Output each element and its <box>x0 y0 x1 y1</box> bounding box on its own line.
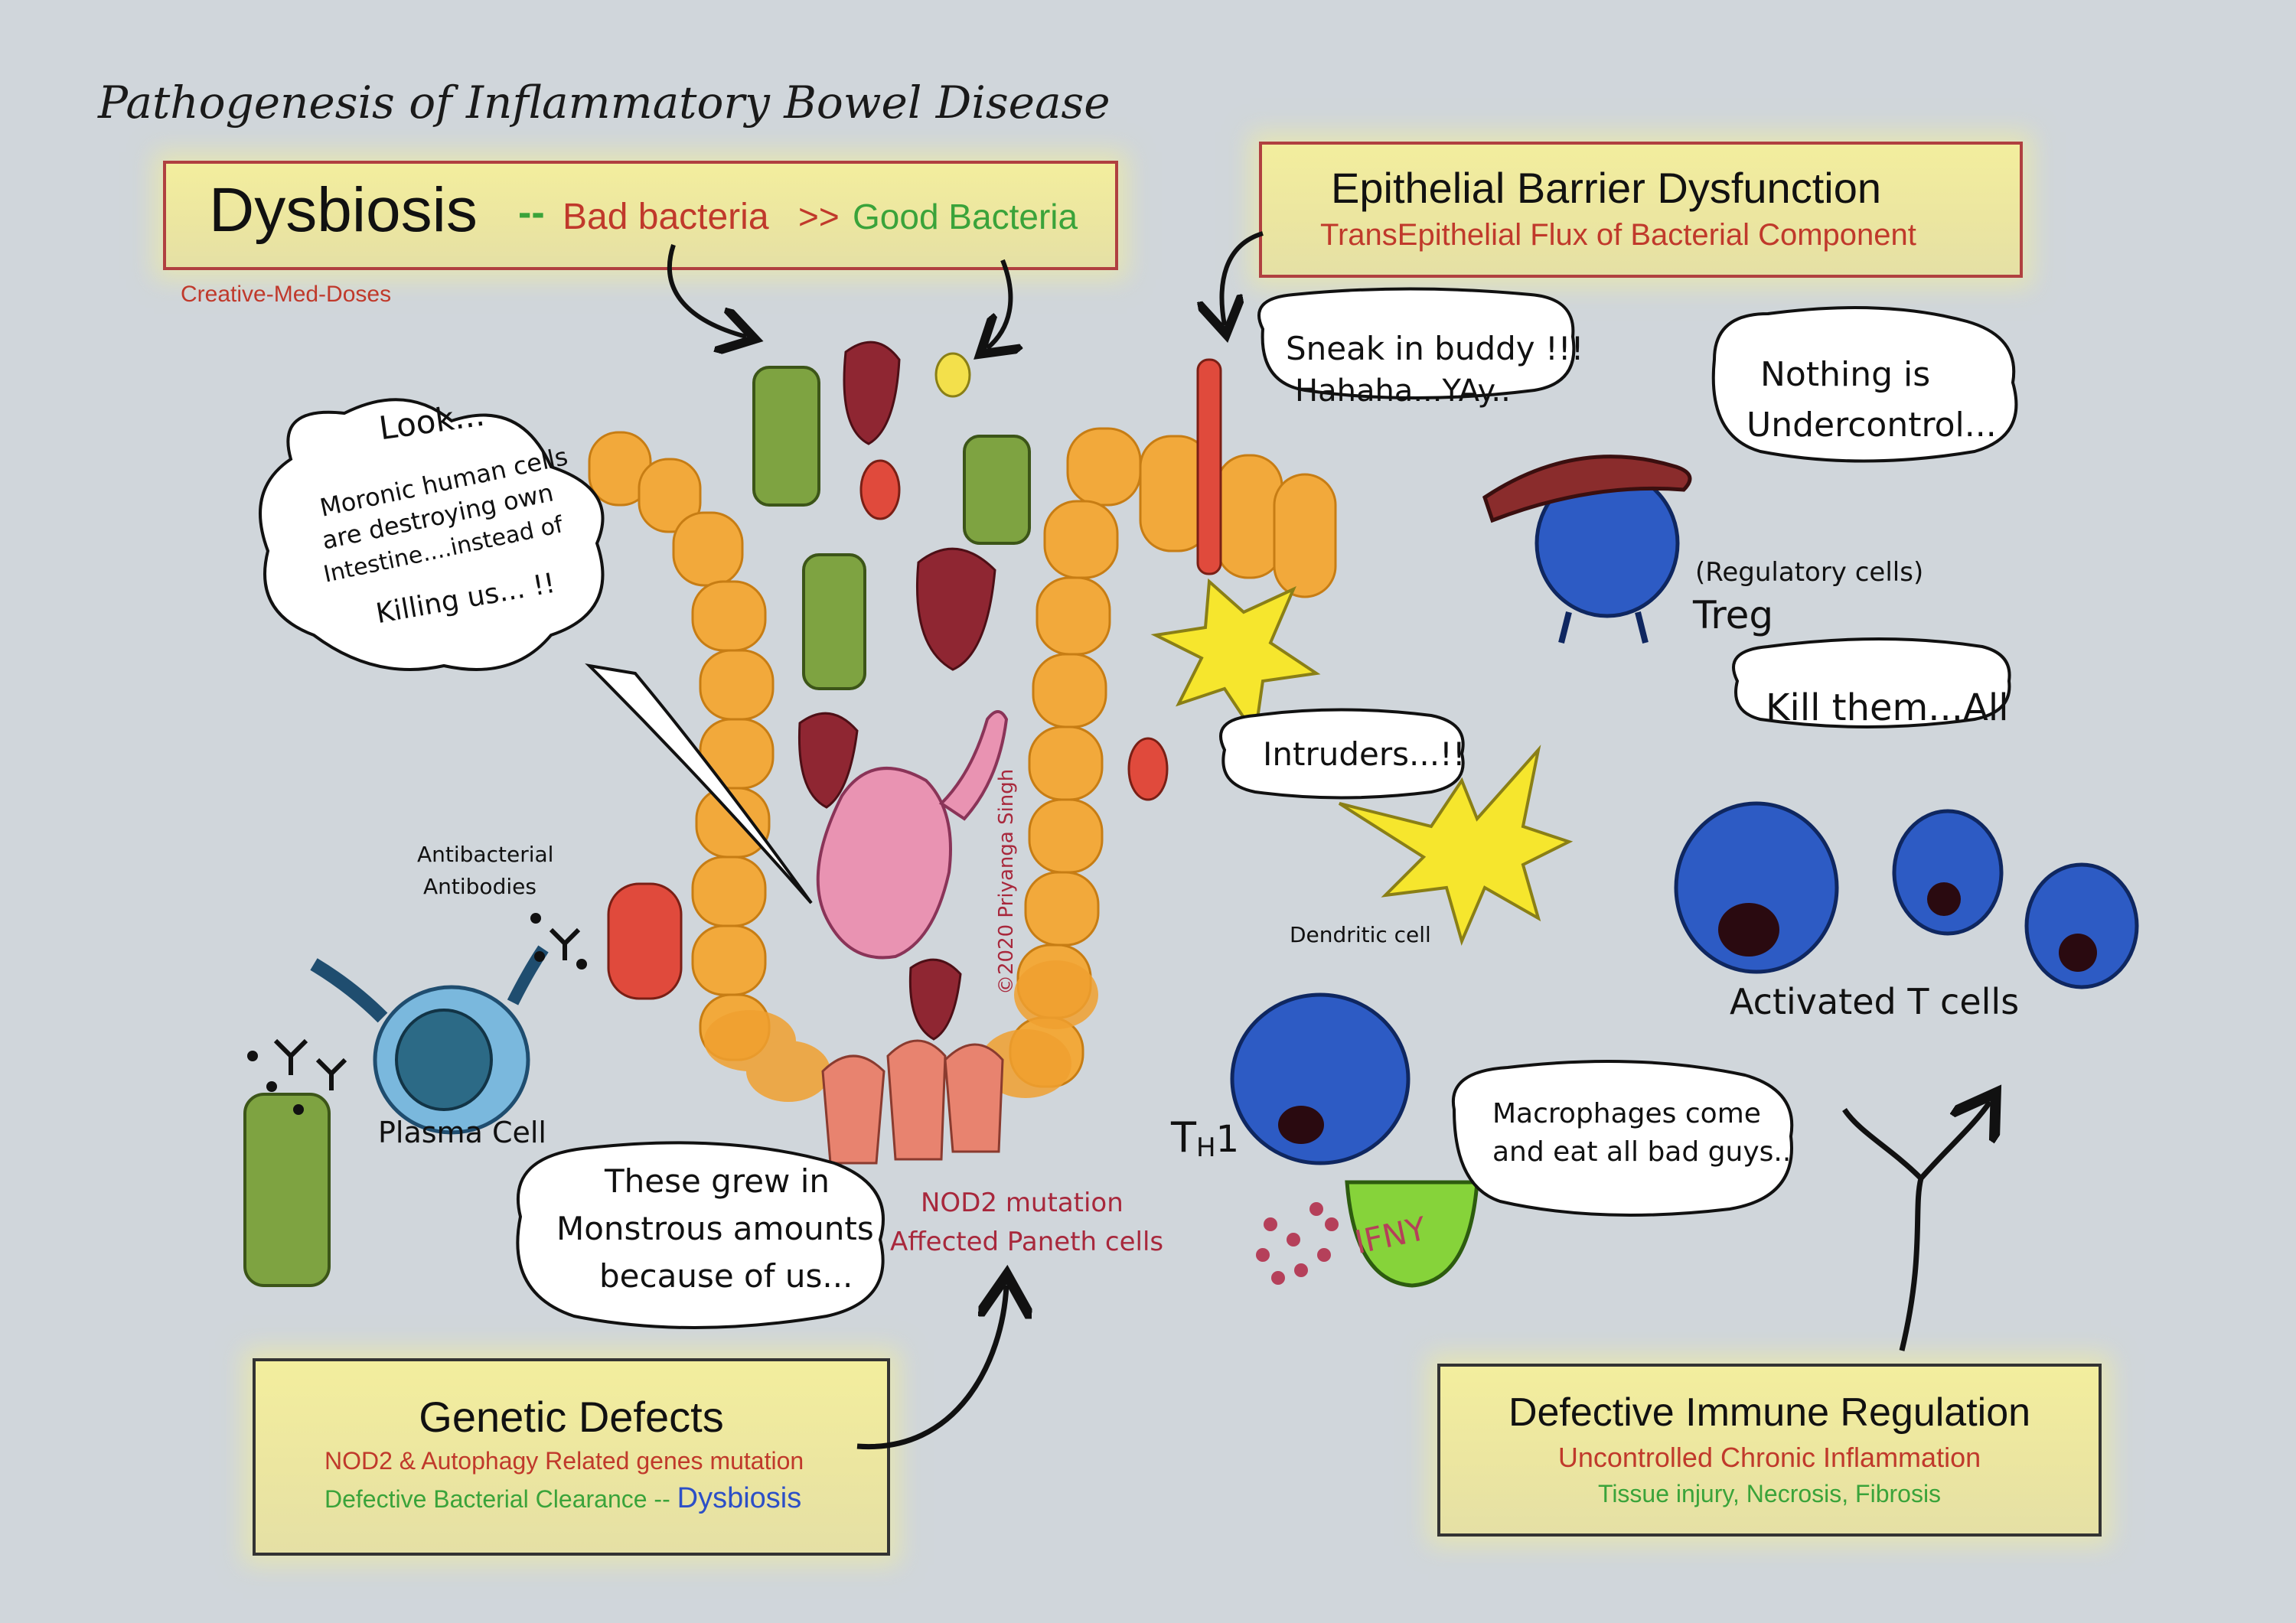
antibodies <box>273 927 581 1090</box>
bubble-nothing-line2: Undercontrol... <box>1746 406 1997 445</box>
genetic-line2: Defective Bacterial Clearance -- Dysbios… <box>325 1482 801 1515</box>
bubble-nothing <box>1711 306 2018 463</box>
bubble-grew-line2: Monstrous amounts <box>556 1210 874 1247</box>
epithelial-box: Epithelial Barrier Dysfunction TransEpit… <box>1259 142 2023 278</box>
antibody-label-line1: Antibacterial <box>417 842 554 867</box>
page-title: Pathogenesis of Inflammatory Bowel Disea… <box>98 77 1110 129</box>
nod2-label-line2: Affected Paneth cells <box>890 1227 1164 1257</box>
dysbiosis-good: Good Bacteria <box>853 197 1078 236</box>
credit-text: Creative-Med-Doses <box>181 282 392 307</box>
th1-t: T <box>1171 1113 1196 1162</box>
bubble-macro-line1: Macrophages come <box>1492 1098 1761 1129</box>
bubble-intruders <box>1219 708 1465 800</box>
antibody-label-line2: Antibodies <box>423 874 536 899</box>
immune-line1: Uncontrolled Chronic Inflammation <box>1557 1442 1981 1473</box>
bubble-kill <box>1732 637 2011 728</box>
bubble-macro <box>1451 1060 1794 1217</box>
red-bacteria <box>797 341 996 1041</box>
bubble-sneak-line1: Sneak in buddy !!! <box>1286 330 1584 367</box>
treg-label: Treg <box>1693 593 1774 637</box>
antibody-dots <box>247 913 587 1115</box>
dendritic-cell-label: Dendritic cell <box>1290 922 1431 947</box>
regulatory-cells-label: (Regulatory cells) <box>1695 557 1924 588</box>
ifn-dots <box>1256 1202 1339 1285</box>
dendritic-cell-main <box>1338 745 1574 946</box>
bubble-look-tail <box>585 663 813 904</box>
th1-h: H <box>1196 1133 1216 1163</box>
plasma-cell-label: Plasma Cell <box>378 1116 546 1149</box>
arrow-immune-fork <box>1842 1102 1990 1351</box>
bubble-sneak-line2: Hahaha...YAy.. <box>1295 373 1511 409</box>
activated-t-cells-label: Activated T cells <box>1730 981 2020 1022</box>
dysbiosis-heading: Dysbiosis <box>209 175 478 245</box>
arrow-epithelial <box>1222 231 1264 325</box>
damaged-cells <box>704 960 1098 1102</box>
bubble-macro-line2: and eat all bad guys.. <box>1492 1136 1792 1168</box>
dysbiosis-bad: Bad bacteria <box>563 197 769 237</box>
treg-cell <box>1482 455 1692 644</box>
th1-mouth <box>1278 1106 1324 1144</box>
nod2-label-line1: NOD2 mutation <box>921 1188 1124 1218</box>
dysbiosis-dash: -- <box>518 191 545 235</box>
th1-cell <box>1230 992 1411 1165</box>
arrow-genetic <box>856 1286 1006 1450</box>
copyright-text: ©2020 Priyanga Singh <box>995 768 1018 995</box>
arrow-dysbiosis-right <box>987 259 1010 348</box>
bubble-look <box>259 398 605 671</box>
yellow-bacterium <box>934 352 971 398</box>
plasma-cell <box>310 945 549 1135</box>
genetic-line2b: Dysbiosis <box>677 1482 802 1514</box>
pink-monster <box>816 767 952 960</box>
dysbiosis-gt: >> <box>798 197 840 236</box>
bubble-kill-text: Kill them...All <box>1766 686 2009 729</box>
immune-line2: Tissue injury, Necrosis, Fibrosis <box>1597 1480 1942 1507</box>
ifn-bowl <box>1345 1180 1479 1288</box>
small-red-bacteria <box>607 358 1222 1000</box>
pink-monster-arm <box>938 710 1009 821</box>
arrow-dysbiosis-left <box>667 244 746 337</box>
immune-heading: Defective Immune Regulation <box>1508 1390 2031 1435</box>
bubble-grew-line3: because of us... <box>599 1257 853 1295</box>
bubble-nothing-line1: Nothing is <box>1760 355 1931 394</box>
bubble-grew <box>516 1141 885 1329</box>
th1-one: 1 <box>1215 1118 1240 1161</box>
bubble-sneak <box>1257 287 1576 399</box>
t-cell-mouths <box>1718 882 2097 972</box>
activated-t-cells <box>1674 801 2139 989</box>
bubble-grew-line1: These grew in <box>605 1162 830 1200</box>
epithelial-sub: TransEpithelial Flux of Bacterial Compon… <box>1320 218 1916 252</box>
bubble-intruders-text: Intruders...!! <box>1263 735 1466 773</box>
epithelial-heading: Epithelial Barrier Dysfunction <box>1331 164 1881 212</box>
paneth-cells <box>821 1039 1004 1165</box>
genetic-line2a: Defective Bacterial Clearance -- <box>325 1485 670 1513</box>
th1-label: TH1 <box>1171 1113 1239 1163</box>
genetic-heading: Genetic Defects <box>419 1393 724 1441</box>
genetic-box: Genetic Defects NOD2 & Autophagy Related… <box>253 1358 890 1556</box>
dysbiosis-box: Dysbiosis -- Bad bacteria >> Good Bacter… <box>163 161 1118 270</box>
zombie-bacteria <box>243 366 1031 1287</box>
genetic-line1: NOD2 & Autophagy Related genes mutation <box>325 1447 804 1475</box>
immune-box: Defective Immune Regulation Uncontrolled… <box>1437 1364 2102 1537</box>
